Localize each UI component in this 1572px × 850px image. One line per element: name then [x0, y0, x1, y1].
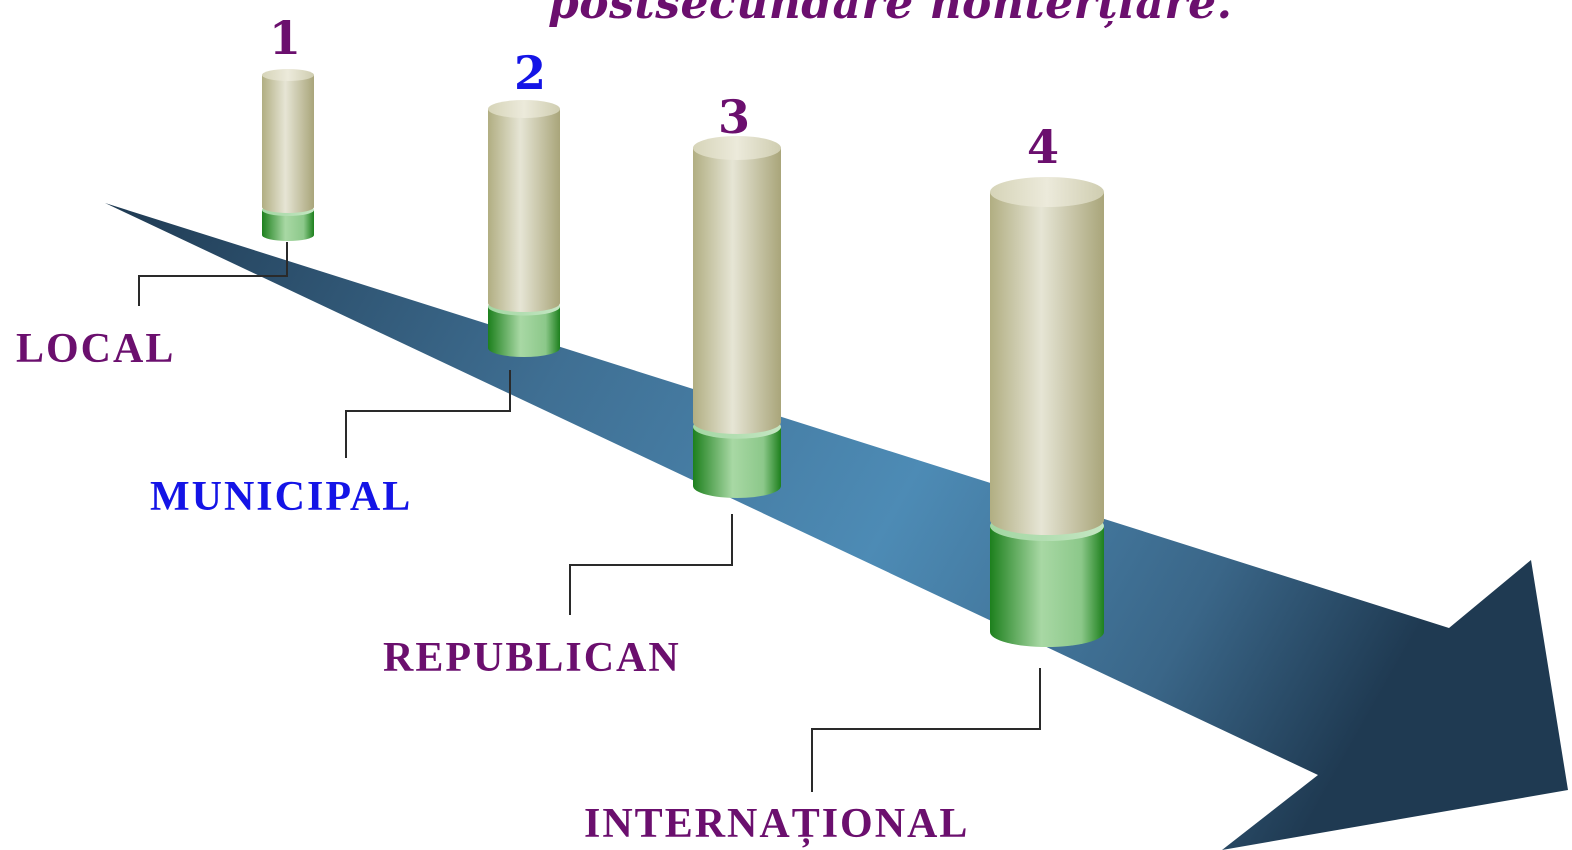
level-number-2: 2: [513, 46, 546, 100]
cylinder-3-body: [693, 148, 781, 434]
cylinder-1: [262, 69, 314, 241]
cylinder-4-top: [990, 177, 1104, 207]
cylinder-4-body: [990, 192, 1104, 535]
level-label-republican: REPUBLICAN: [383, 635, 681, 681]
level-label-international: INTERNAȚIONAL: [584, 801, 970, 847]
level-label-municipal: MUNICIPAL: [150, 474, 413, 520]
level-label-local: LOCAL: [16, 326, 176, 372]
cylinder-2-base: [488, 306, 560, 357]
cylinder-1-base: [262, 210, 314, 241]
level-number-4: 4: [1026, 120, 1059, 174]
leader-line-international: [811, 668, 1041, 792]
timeline-arrow: [105, 203, 1568, 850]
level-number-1: 1: [268, 11, 301, 65]
cylinder-3-top: [693, 136, 781, 160]
cylinder-4-base: [990, 526, 1104, 647]
level-number-3: 3: [717, 90, 750, 144]
cylinder-4: [990, 177, 1104, 647]
cylinder-3-base: [693, 426, 781, 498]
cylinder-2: [488, 100, 560, 357]
leader-lines: [138, 242, 1041, 792]
cylinder-2-body: [488, 109, 560, 312]
diagram-title: postsecundare nonterțiare.: [548, 0, 1233, 29]
cylinder-1-top: [262, 69, 314, 81]
leader-line-republican: [569, 514, 733, 615]
leader-line-local: [138, 242, 288, 306]
cylinder-3: [693, 136, 781, 498]
leader-line-municipal: [345, 370, 511, 458]
cylinder-1-body: [262, 75, 314, 213]
cylinder-2-top: [488, 100, 560, 118]
